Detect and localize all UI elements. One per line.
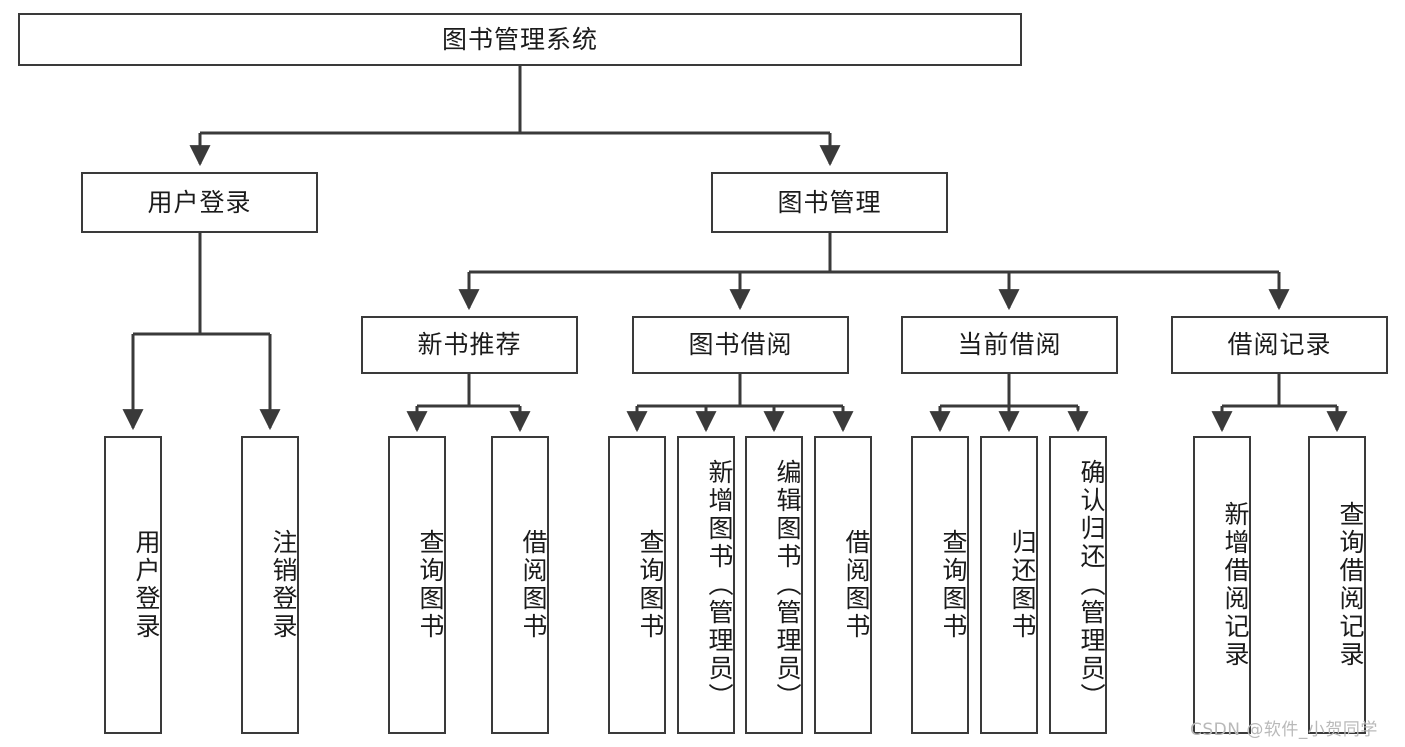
node-leaf-user-login[interactable]: 用户登录 bbox=[104, 436, 162, 734]
node-book-management[interactable]: 图书管理 bbox=[711, 172, 948, 233]
node-leaf-user-login-label: 用户登录 bbox=[132, 529, 161, 641]
node-leaf-cb-return-book[interactable]: 归还图书 bbox=[980, 436, 1038, 734]
node-leaf-bb-query-book[interactable]: 查询图书 bbox=[608, 436, 666, 734]
csdn-watermark: CSDN @软件_小贺同学 bbox=[1190, 720, 1378, 740]
node-leaf-bb-query-book-label: 查询图书 bbox=[636, 529, 665, 641]
node-leaf-br-query-record[interactable]: 查询借阅记录 bbox=[1308, 436, 1366, 734]
node-leaf-cb-query-book-label: 查询图书 bbox=[939, 529, 968, 641]
node-leaf-br-query-record-label: 查询借阅记录 bbox=[1336, 501, 1365, 669]
node-leaf-br-add-record[interactable]: 新增借阅记录 bbox=[1193, 436, 1251, 734]
node-root-book-management-system[interactable]: 图书管理系统 bbox=[18, 13, 1022, 66]
node-current-borrow-label: 当前借阅 bbox=[957, 330, 1062, 360]
node-leaf-cb-confirm-return-admin-label: 确认归还（管理员） bbox=[1077, 459, 1106, 711]
node-leaf-nbr-borrow-book[interactable]: 借阅图书 bbox=[491, 436, 549, 734]
node-user-login[interactable]: 用户登录 bbox=[81, 172, 318, 233]
node-current-borrow[interactable]: 当前借阅 bbox=[901, 316, 1118, 374]
node-leaf-nbr-query-book-label: 查询图书 bbox=[416, 529, 445, 641]
node-new-book-recommend[interactable]: 新书推荐 bbox=[361, 316, 578, 374]
node-leaf-cb-query-book[interactable]: 查询图书 bbox=[911, 436, 969, 734]
node-borrow-record-label: 借阅记录 bbox=[1227, 330, 1332, 360]
node-book-management-label: 图书管理 bbox=[777, 187, 882, 217]
node-leaf-bb-borrow-book[interactable]: 借阅图书 bbox=[814, 436, 872, 734]
node-leaf-logout[interactable]: 注销登录 bbox=[241, 436, 299, 734]
node-leaf-cb-confirm-return-admin[interactable]: 确认归还（管理员） bbox=[1049, 436, 1107, 734]
node-leaf-cb-return-book-label: 归还图书 bbox=[1008, 529, 1037, 641]
node-leaf-nbr-query-book[interactable]: 查询图书 bbox=[388, 436, 446, 734]
node-leaf-bb-add-book-admin[interactable]: 新增图书（管理员） bbox=[677, 436, 735, 734]
node-leaf-bb-add-book-admin-label: 新增图书（管理员） bbox=[705, 459, 734, 711]
node-book-borrow[interactable]: 图书借阅 bbox=[632, 316, 849, 374]
node-book-borrow-label: 图书借阅 bbox=[688, 330, 793, 360]
node-leaf-br-add-record-label: 新增借阅记录 bbox=[1221, 501, 1250, 669]
node-leaf-bb-edit-book-admin[interactable]: 编辑图书（管理员） bbox=[745, 436, 803, 734]
node-borrow-record[interactable]: 借阅记录 bbox=[1171, 316, 1388, 374]
node-root-label: 图书管理系统 bbox=[441, 24, 598, 54]
node-leaf-bb-edit-book-admin-label: 编辑图书（管理员） bbox=[773, 459, 802, 711]
node-leaf-logout-label: 注销登录 bbox=[269, 529, 298, 641]
node-leaf-nbr-borrow-book-label: 借阅图书 bbox=[519, 529, 548, 641]
node-leaf-bb-borrow-book-label: 借阅图书 bbox=[842, 529, 871, 641]
node-new-book-recommend-label: 新书推荐 bbox=[417, 330, 522, 360]
node-user-login-label: 用户登录 bbox=[147, 187, 252, 217]
